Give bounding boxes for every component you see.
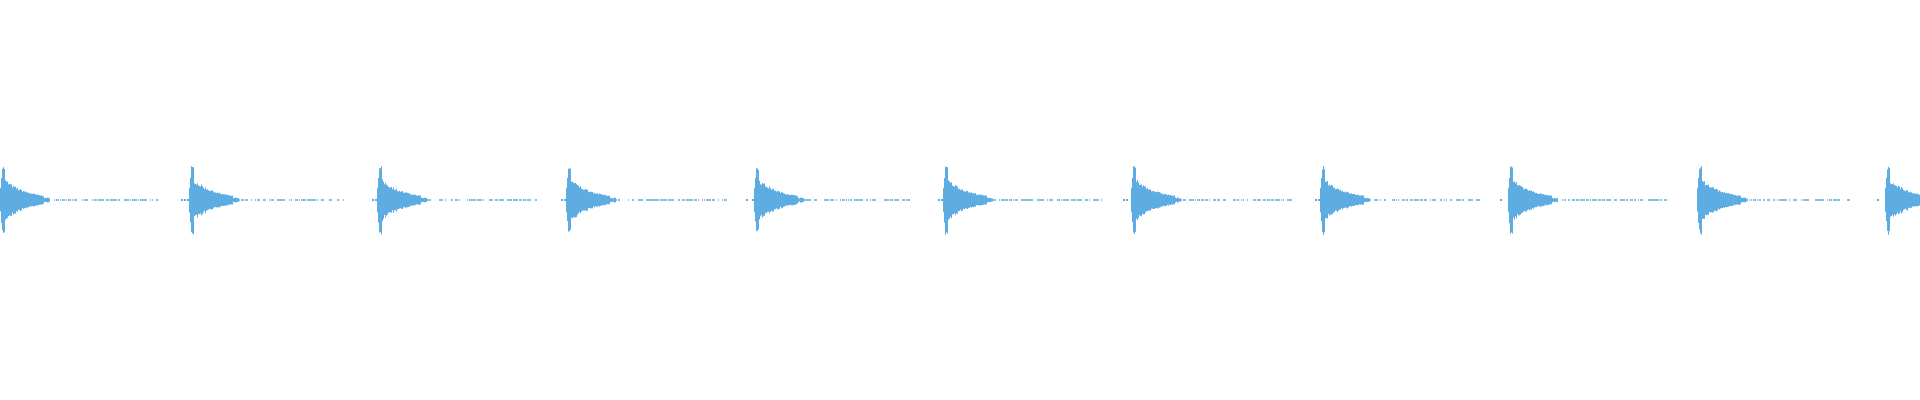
waveform-pulse-shape	[1500, 166, 1667, 234]
waveform-pulse-shape	[1877, 166, 1920, 235]
waveform-pulse	[1123, 166, 1292, 234]
waveform-pulse-shape	[561, 168, 727, 232]
waveform-pulse	[372, 166, 537, 235]
waveform-pulse-shape	[0, 167, 158, 233]
waveform-pulse-shape	[938, 166, 1102, 235]
waveform-pulse-shape	[746, 168, 910, 232]
waveform-pulse-shape	[1123, 166, 1292, 234]
waveform-pulse-shape	[1315, 166, 1480, 235]
waveform-pulse-shape	[1697, 166, 1850, 235]
waveform-pulse	[746, 168, 910, 232]
waveform-pulse	[938, 166, 1102, 235]
waveform-pulse	[181, 166, 344, 235]
waveform-pulse	[1877, 166, 1920, 235]
waveform-pulse-shape	[181, 166, 344, 235]
waveform-pulse	[1500, 166, 1667, 234]
waveform-pulse	[0, 167, 158, 233]
waveform-pulse	[1315, 166, 1480, 235]
waveform-pulse-shape	[372, 166, 537, 235]
waveform-pulse	[561, 168, 727, 232]
waveform-pulse	[1697, 166, 1850, 235]
